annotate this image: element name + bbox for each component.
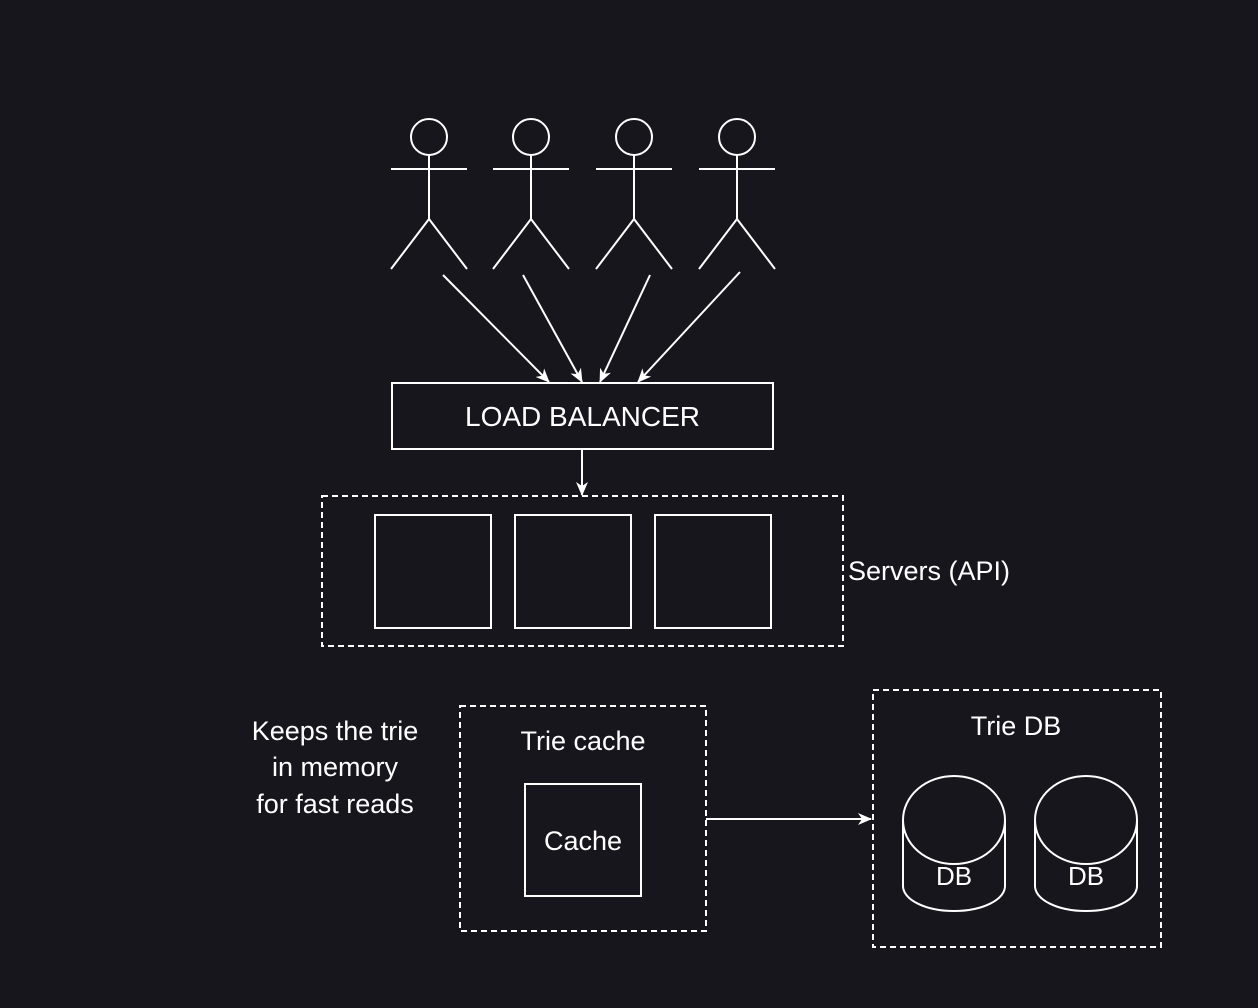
database-2-label: DB: [1068, 861, 1104, 891]
cache-box-label: Cache: [544, 826, 622, 856]
cache-note: Keeps the trie in memory for fast reads: [252, 716, 419, 819]
trie-cache-title: Trie cache: [520, 726, 645, 756]
database-cylinder-2: [1034, 775, 1138, 912]
server-box-1: [374, 514, 492, 629]
servers-group: [321, 495, 844, 647]
server-box-3: [654, 514, 772, 629]
trie-db-group: Trie DB DB DB: [872, 689, 1162, 948]
trie-db-title: Trie DB: [971, 711, 1062, 741]
arrow-user-2-to-lb: [522, 274, 583, 383]
actor-user-2: [492, 118, 570, 270]
servers-label: Servers (API): [848, 556, 1010, 586]
server-box-2: [514, 514, 632, 629]
database-1-label: DB: [936, 861, 972, 891]
actor-user-4: [698, 118, 776, 270]
arrow-user-1-to-lb: [442, 274, 550, 383]
cache-note-line-1: Keeps the trie: [252, 716, 419, 746]
cache-box: [524, 783, 642, 897]
cache-note-line-2: in memory: [272, 752, 399, 782]
arrow-user-3-to-lb: [599, 274, 651, 383]
trie-cache-group: Trie cache Cache: [459, 705, 707, 932]
database-cylinder-1: [902, 775, 1006, 912]
load-balancer: LOAD BALANCER: [391, 382, 774, 450]
cache-note-line-3: for fast reads: [256, 789, 414, 819]
arrow-user-4-to-lb: [637, 271, 741, 383]
actor-user-1: [390, 118, 468, 270]
actor-user-3: [595, 118, 673, 270]
load-balancer-label: LOAD BALANCER: [465, 401, 700, 432]
